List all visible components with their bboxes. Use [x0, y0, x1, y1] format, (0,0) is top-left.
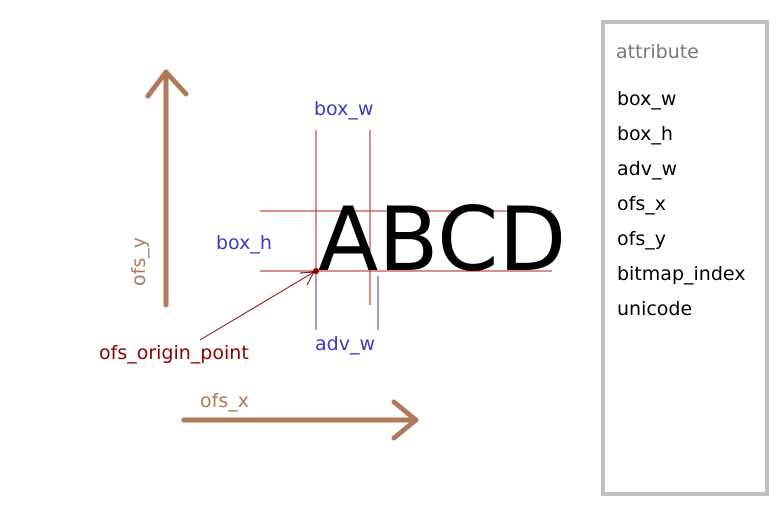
- attribute-list: box_w box_h adv_w ofs_x ofs_y bitmap_ind…: [617, 86, 745, 331]
- advance-guides: [315, 276, 379, 330]
- ofs-x-arrow: [181, 399, 419, 441]
- origin-point-marker: [313, 268, 319, 274]
- box-h-label: box_h: [216, 232, 272, 254]
- ofs-y-arrow: [145, 69, 189, 308]
- attribute-item-ofs-y: ofs_y: [617, 228, 666, 250]
- attribute-panel: attribute box_w box_h adv_w ofs_x ofs_y …: [601, 20, 769, 496]
- adv-w-label: adv_w: [315, 333, 375, 355]
- ofs-x-label: ofs_x: [200, 390, 249, 412]
- glyph-sample-text: ABCD: [318, 188, 566, 291]
- attribute-item-box-h: box_h: [617, 123, 673, 145]
- attribute-panel-title: attribute: [616, 41, 699, 63]
- origin-point-label: ofs_origin_point: [99, 342, 249, 364]
- guide-lines: [260, 130, 552, 305]
- attribute-item-box-w: box_w: [617, 88, 677, 110]
- origin-pointer: [199, 271, 315, 341]
- box-w-label: box_w: [314, 98, 373, 120]
- attribute-item-bitmap-index: bitmap_index: [617, 263, 746, 285]
- glyph-metrics-diagram: ofs_y ofs_x ABCD box_w box_h adv_w ofs_o…: [99, 69, 566, 441]
- attribute-item-unicode: unicode: [617, 298, 693, 320]
- attribute-item-adv-w: adv_w: [617, 158, 677, 180]
- attribute-item-ofs-x: ofs_x: [617, 193, 666, 215]
- ofs-y-label: ofs_y: [128, 237, 150, 286]
